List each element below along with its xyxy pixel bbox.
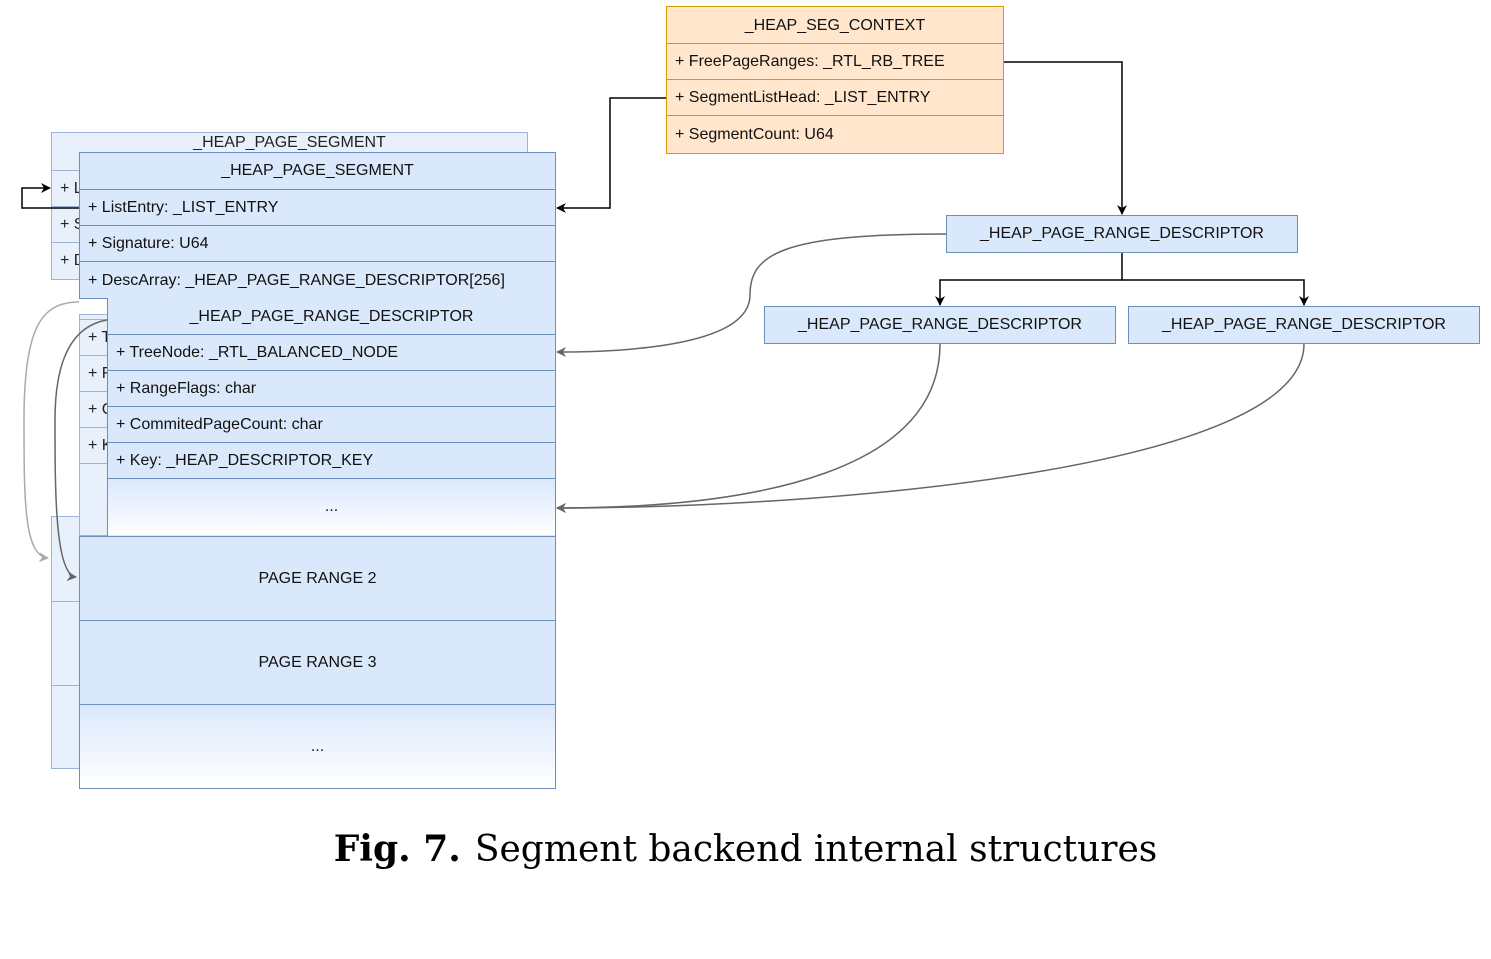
- free-page-ranges-field: + FreePageRanges: _RTL_RB_TREE: [667, 43, 1003, 80]
- figure-caption: Fig. 7. Segment backend internal structur…: [0, 828, 1491, 870]
- page-range-2: PAGE RANGE 2: [258, 570, 377, 587]
- back-descriptor-divider: [80, 463, 119, 464]
- right-child-to-descriptor-arrow: [556, 343, 1305, 513]
- seg-context-title: _HEAP_SEG_CONTEXT: [744, 16, 926, 34]
- page-segment: _HEAP_PAGE_SEGMENT + ListEntry: _LIST_EN…: [79, 152, 556, 299]
- segment-list-head-field: + SegmentListHead: _LIST_ENTRY: [667, 79, 1003, 116]
- list-entry-field: + ListEntry: _LIST_ENTRY: [80, 189, 555, 226]
- range-descriptor-title: _HEAP_PAGE_RANGE_DESCRIPTOR: [189, 307, 474, 325]
- desc-array-field: + DescArray: _HEAP_PAGE_RANGE_DESCRIPTOR…: [80, 261, 555, 299]
- back-descriptor-field: + F: [80, 355, 119, 392]
- range-descriptor: _HEAP_PAGE_RANGE_DESCRIPTOR + TreeNode: …: [107, 298, 556, 537]
- back-descriptor-to-range-arrow: [23, 301, 80, 563]
- key-field: + Key: _HEAP_DESCRIPTOR_KEY: [108, 442, 555, 479]
- page-ranges: PAGE RANGE 2 PAGE RANGE 3 ...: [79, 536, 556, 789]
- tree-right-node: _HEAP_PAGE_RANGE_DESCRIPTOR: [1128, 306, 1480, 344]
- tree-node-field: + TreeNode: _RTL_BALANCED_NODE: [108, 334, 555, 371]
- segment-list-head-arrow: [556, 97, 666, 213]
- range-descriptor-more: ...: [108, 478, 555, 535]
- page-segment-title: _HEAP_PAGE_SEGMENT: [221, 162, 414, 179]
- tree-branch-left-arrow: [935, 253, 1123, 306]
- caption-text: Segment backend internal structures: [474, 829, 1158, 870]
- root-to-tree-node-arrow: [556, 233, 947, 357]
- caption-label: Fig. 7.: [333, 828, 461, 870]
- page-range-more: ...: [80, 704, 555, 788]
- page-range-3: PAGE RANGE 3: [80, 620, 555, 705]
- range-flags-field: + RangeFlags: char: [108, 370, 555, 407]
- heap-seg-context: _HEAP_SEG_CONTEXT + FreePageRanges: _RTL…: [666, 6, 1004, 154]
- left-child-to-descriptor-arrow: [556, 343, 941, 513]
- tree-branch-right-arrow: [1122, 279, 1309, 306]
- back-segment-title: _HEAP_PAGE_SEGMENT: [193, 134, 386, 151]
- signature-field: + Signature: U64: [80, 225, 555, 262]
- descriptor-to-page-range-arrow: [54, 319, 108, 582]
- commited-page-count-field: + CommitedPageCount: char: [108, 406, 555, 443]
- free-page-ranges-arrow: [1004, 61, 1127, 215]
- list-entry-loop-arrow: [21, 183, 79, 209]
- tree-root-node: _HEAP_PAGE_RANGE_DESCRIPTOR: [946, 215, 1298, 253]
- segment-count-field: + SegmentCount: U64: [667, 115, 1003, 153]
- back-descriptor-field: + T: [80, 319, 119, 356]
- back-descriptor-field: + K: [80, 427, 119, 464]
- tree-left-node: _HEAP_PAGE_RANGE_DESCRIPTOR: [764, 306, 1116, 344]
